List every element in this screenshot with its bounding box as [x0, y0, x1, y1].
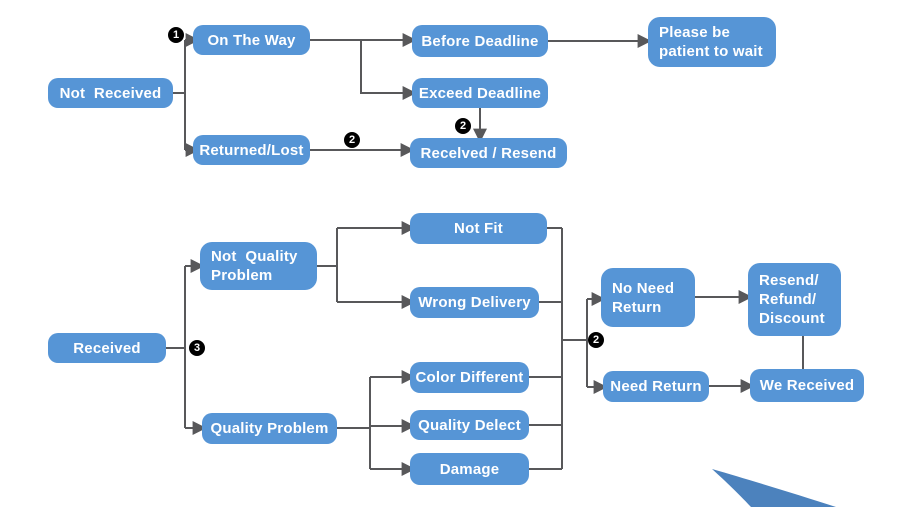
step-marker-2b: 2: [455, 118, 471, 134]
node-need-return: Need Return: [603, 371, 709, 402]
swoosh-decoration: [712, 469, 836, 507]
node-color-different: Color Different: [410, 362, 529, 393]
step-marker-2a: 2: [344, 132, 360, 148]
node-wrong-delivery: Wrong Delivery: [410, 287, 539, 318]
node-received-resend: Recelved / Resend: [410, 138, 567, 168]
node-not-received: Not Received: [48, 78, 173, 108]
step-marker-2c: 2: [588, 332, 604, 348]
node-before-deadline: Before Deadline: [412, 25, 548, 57]
node-exceed-deadline: Exceed Deadline: [412, 78, 548, 108]
step-marker-3: 3: [189, 340, 205, 356]
connector-lines: [166, 33, 804, 476]
node-no-need-return: No Need Return: [601, 268, 695, 327]
node-damage: Damage: [410, 453, 529, 485]
node-returned-lost: Returned/Lost: [193, 135, 310, 165]
node-resend-refund-discount: Resend/ Refund/ Discount: [748, 263, 841, 336]
node-not-quality-problem: Not Quality Problem: [200, 242, 317, 290]
node-not-fit: Not Fit: [410, 213, 547, 244]
step-marker-1: 1: [168, 27, 184, 43]
node-quality-problem: Quality Problem: [202, 413, 337, 444]
node-quality-delect: Quality Delect: [410, 410, 529, 440]
node-we-received: We Received: [750, 369, 864, 402]
node-please-be-patient: Please be patient to wait: [648, 17, 776, 67]
node-on-the-way: On The Way: [193, 25, 310, 55]
node-received: Received: [48, 333, 166, 363]
